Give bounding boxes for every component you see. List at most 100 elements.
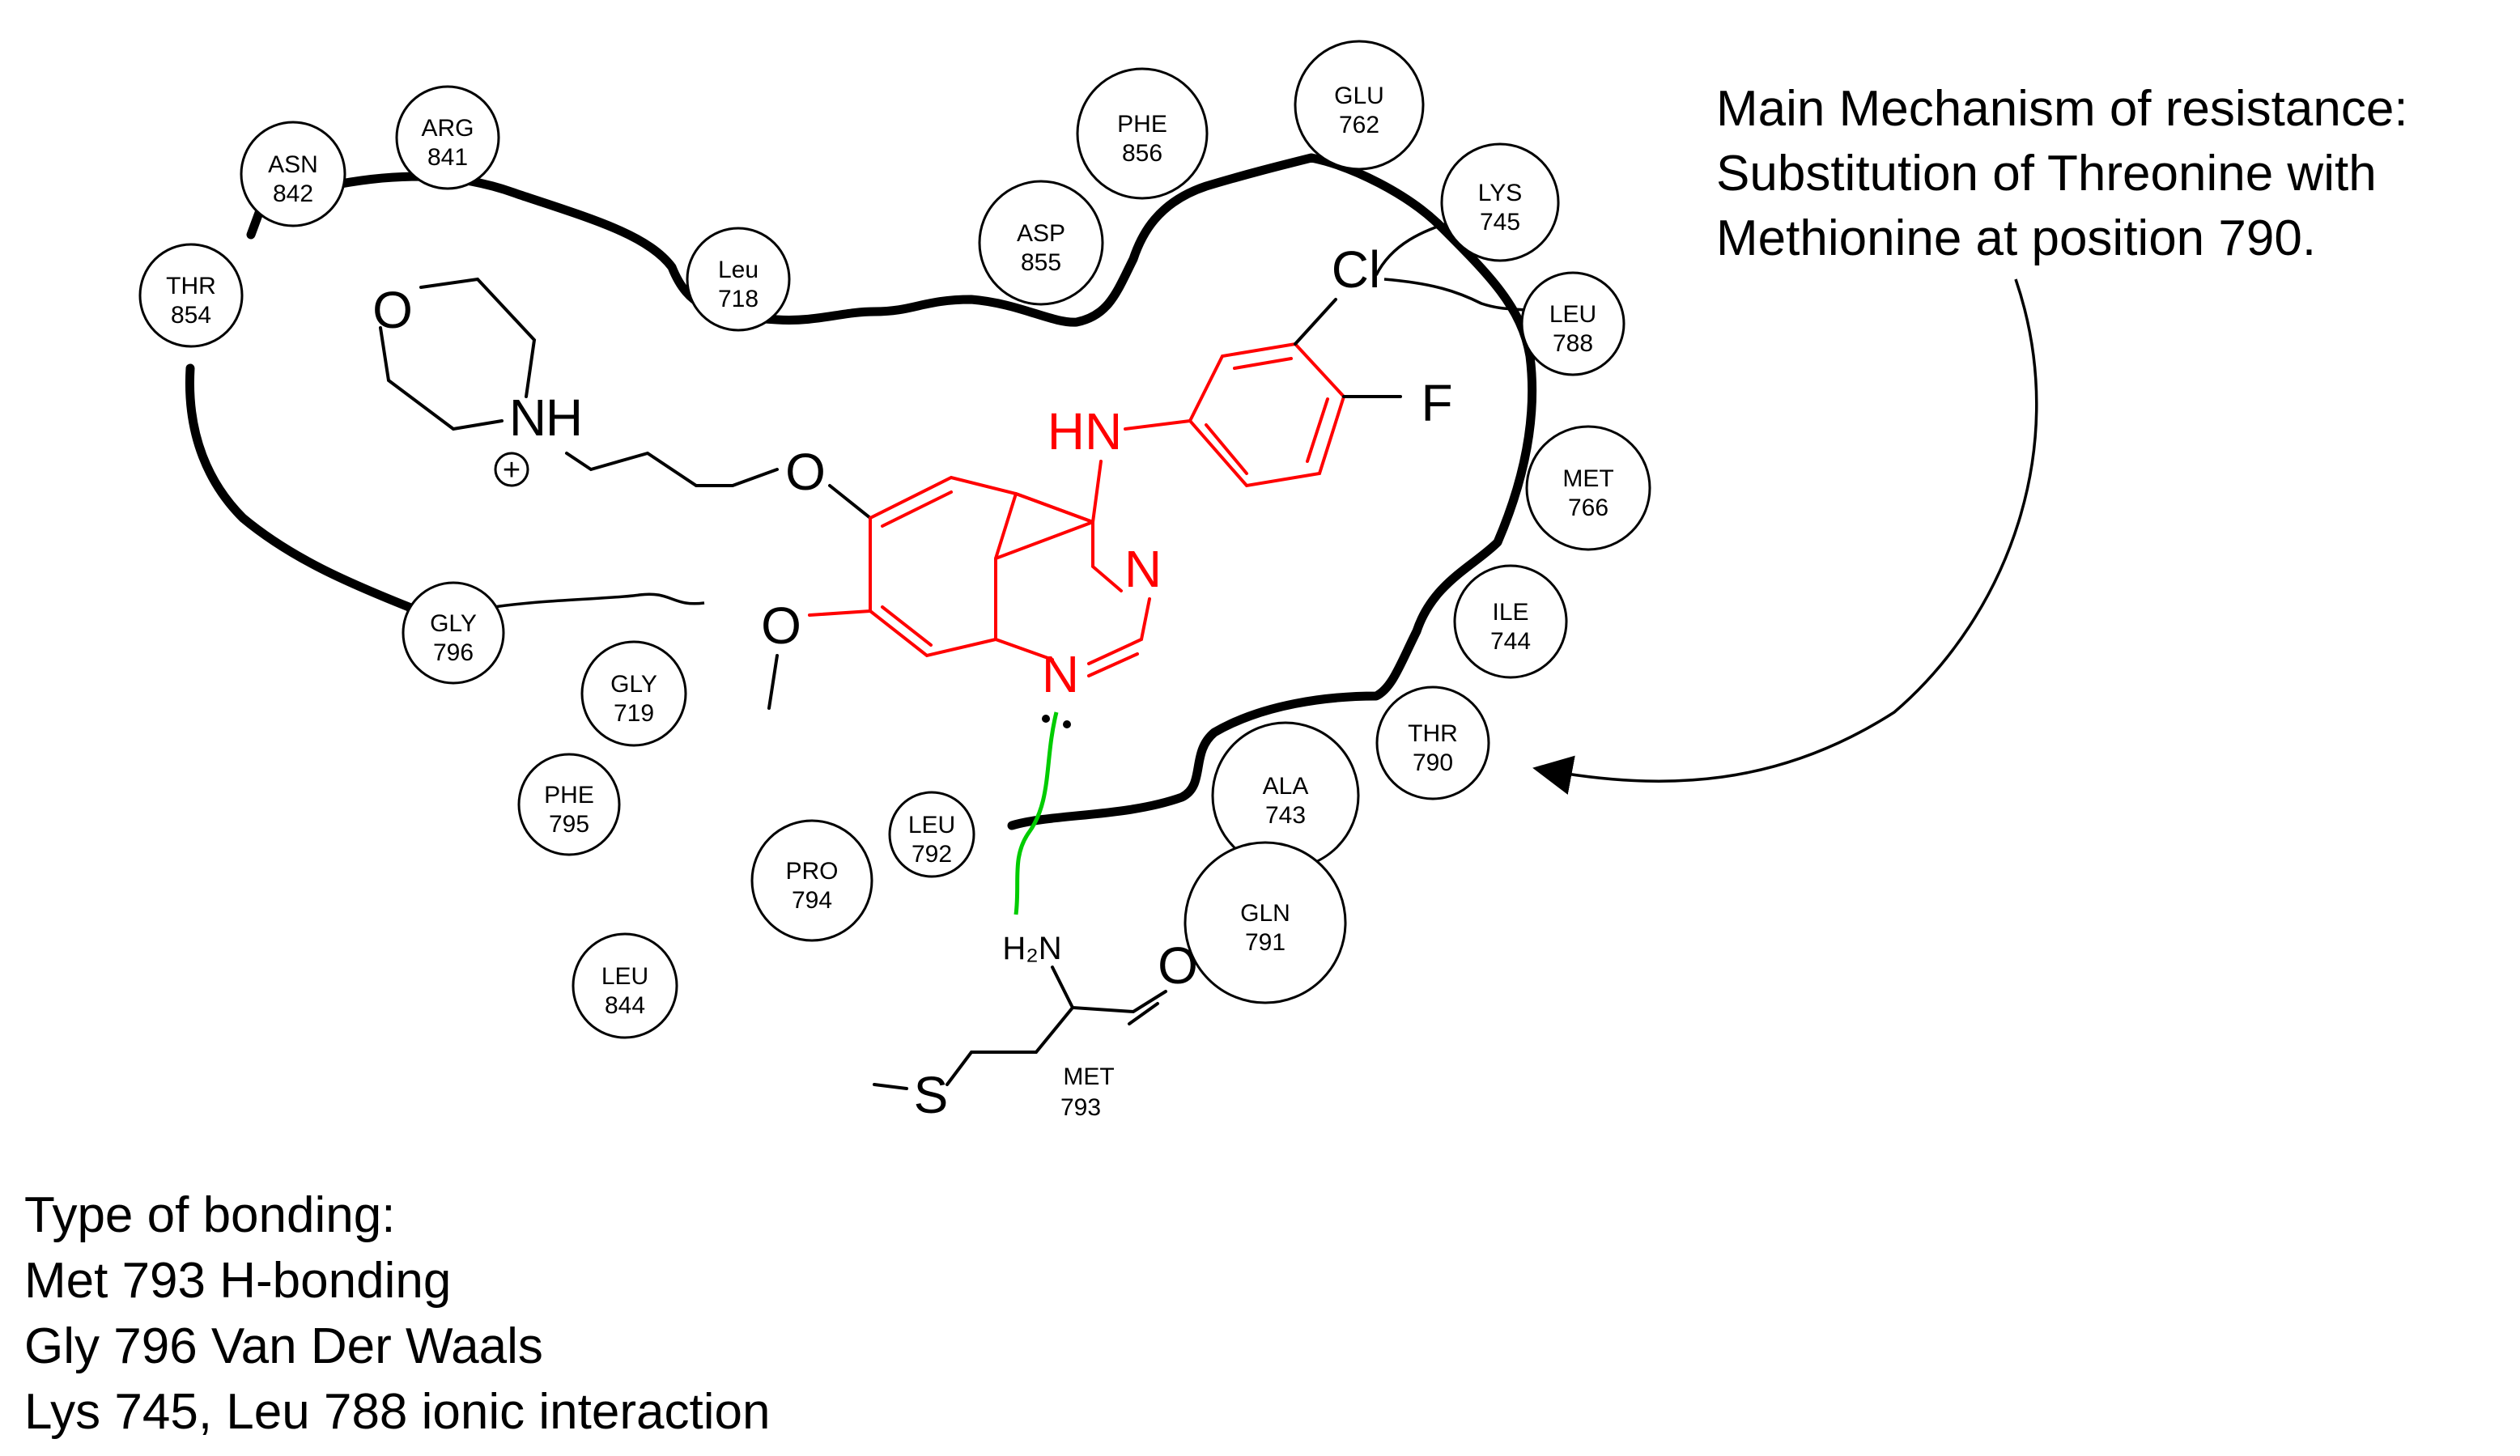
resistance-arrow <box>1532 278 2038 795</box>
annotation-line-3: Methionine at position 790. <box>1716 210 2316 266</box>
residue-name: PRO <box>785 858 838 885</box>
ring-n3-atom: N <box>1124 540 1162 598</box>
residue-circle <box>1525 425 1651 551</box>
residue-circle <box>240 121 346 227</box>
residue-number: 762 <box>1339 112 1379 138</box>
residue-circle <box>402 581 505 685</box>
f-atom: F <box>1421 374 1452 432</box>
cl-contact-leu788 <box>1383 278 1531 313</box>
h2n-label: H₂N <box>1002 931 1061 966</box>
bonding-notes-line-2: Met 793 H-bonding <box>24 1253 451 1309</box>
residue-circle <box>1375 686 1490 800</box>
residue-number: 766 <box>1568 495 1608 521</box>
residue-name: LEU <box>1549 301 1596 328</box>
annotation-line-2: Substitution of Threonine with <box>1716 146 2377 202</box>
residue-circle <box>686 227 791 332</box>
residue-name: PHE <box>1117 111 1167 138</box>
residue-name: LYS <box>1478 180 1522 206</box>
bonding-notes-line-3: Gly 796 Van Der Waals <box>24 1318 543 1374</box>
annotation-line-1: Main Mechanism of resistance: <box>1716 81 2408 137</box>
residue-name: GLY <box>430 610 477 637</box>
residue-number: 788 <box>1553 330 1593 357</box>
backbone-outline-left <box>185 363 414 612</box>
residue-name: THR <box>166 273 216 299</box>
residue-circle <box>978 180 1104 306</box>
met793-fragment: H₂N O S MET 793 <box>873 931 1198 1124</box>
residue-name: ASN <box>268 151 318 178</box>
residue-number: 744 <box>1490 628 1531 655</box>
residue-circle <box>517 753 621 856</box>
residue-circle <box>1184 841 1347 1004</box>
residue-circle <box>572 932 678 1039</box>
ether-o2-atom: O <box>761 596 801 655</box>
morpholine-n-atom: N <box>509 388 546 447</box>
residue-circle <box>395 85 500 190</box>
met793-number: 793 <box>1060 1094 1101 1121</box>
charge-symbol: + <box>503 453 521 487</box>
residue-number: 743 <box>1265 802 1306 829</box>
residue-number: 745 <box>1480 209 1520 236</box>
residue-number: 844 <box>605 992 645 1019</box>
residue-lys-745: LYS 745 <box>1440 142 1560 262</box>
residue-number: 790 <box>1413 749 1453 776</box>
morpholine-group: O N H + O <box>372 277 872 520</box>
residue-met-766: MET 766 <box>1525 425 1651 551</box>
residue-number: 791 <box>1245 929 1285 956</box>
residue-circle <box>1076 67 1209 200</box>
residue-name: THR <box>1408 720 1458 747</box>
residue-number: 718 <box>718 286 759 312</box>
residue-circle <box>580 640 687 747</box>
ether-o1-atom: O <box>785 443 826 501</box>
hbond-line <box>1014 711 1059 915</box>
residue-circle <box>138 243 244 348</box>
residue-name: MET <box>1562 465 1613 492</box>
residue-number: 842 <box>273 180 313 207</box>
residue-number: 841 <box>427 144 468 171</box>
residue-circle <box>1453 564 1568 679</box>
residue-circle <box>888 791 975 878</box>
residue-number: 794 <box>792 887 832 914</box>
residue-circle <box>1294 40 1425 171</box>
residue-glu-762: GLU 762 <box>1294 40 1425 171</box>
residue-name: LEU <box>908 812 955 838</box>
residue-leu-792: LEU 792 <box>888 791 975 878</box>
residue-name: GLN <box>1240 900 1290 927</box>
residue-leu-718: Leu 718 <box>686 227 791 332</box>
residue-number: 796 <box>433 639 474 666</box>
gly796-to-ether-link <box>493 592 705 609</box>
residue-number: 792 <box>912 841 952 868</box>
cl-contact-lys745 <box>1375 221 1450 276</box>
met793-name: MET <box>1063 1063 1114 1090</box>
residue-name: Leu <box>718 257 759 283</box>
residue-number: 795 <box>549 811 589 838</box>
bonding-notes-line-4: Lys 745, Leu 788 ionic interaction <box>24 1384 770 1440</box>
residue-number: 854 <box>171 302 211 329</box>
residue-name: ARG <box>421 115 474 142</box>
quinazoline-core: N N HN <box>808 342 1346 728</box>
residue-number: 855 <box>1021 249 1061 276</box>
residue-name: ILE <box>1492 599 1528 626</box>
residue-name: LEU <box>601 963 648 990</box>
residue-name: PHE <box>544 782 594 809</box>
residue-number: 856 <box>1122 140 1162 167</box>
residue-circle <box>1440 142 1560 262</box>
morpholine-h-atom: H <box>546 388 583 447</box>
hn-atom: HN <box>1048 402 1122 461</box>
residue-name: ALA <box>1263 773 1309 800</box>
bonding-notes-line-1: Type of bonding: <box>24 1187 395 1243</box>
residue-name: GLY <box>610 671 657 698</box>
residue-name: GLU <box>1334 83 1384 109</box>
residue-number: 719 <box>614 700 654 727</box>
